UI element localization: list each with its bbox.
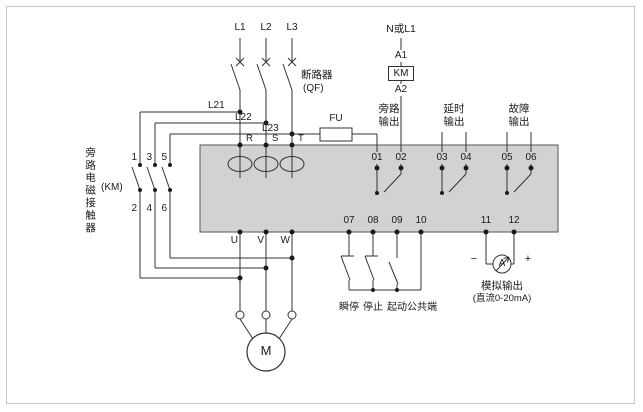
bypass-contactor-contacts — [131, 112, 292, 279]
wire-label-l23: L23 — [262, 123, 279, 134]
bypass-contactor-label: 旁路电磁接触器 — [84, 147, 97, 235]
contact-number-3: 3 — [146, 152, 152, 163]
motor-junction-w — [287, 310, 297, 320]
motor-circle — [246, 332, 286, 372]
contact-number-1: 1 — [131, 152, 137, 163]
terminal-02: 02 — [392, 152, 410, 164]
ct-ellipse-r — [227, 156, 253, 172]
junction-dots — [138, 109, 534, 292]
input-terminal-r: R — [246, 133, 253, 144]
motor-junction-v — [261, 310, 271, 320]
input-terminal-s: S — [272, 133, 279, 144]
ammeter-arrow-icon — [495, 256, 510, 272]
contact-number-4: 4 — [146, 203, 152, 214]
contact-number-2: 2 — [131, 203, 137, 214]
breaker-label: 断路器 — [301, 69, 333, 81]
diagram-border — [6, 6, 635, 404]
control-buttons — [340, 232, 422, 291]
terminal-10: 10 — [412, 215, 430, 227]
analog-output-label: 模拟输出 — [481, 280, 523, 292]
common-label: 公共端 — [407, 302, 437, 313]
fuse-label: FU — [329, 113, 343, 124]
fault-output-label-1: 故障 — [508, 103, 530, 115]
terminal-06: 06 — [522, 152, 540, 164]
input-terminal-t: T — [298, 133, 304, 144]
momentary-stop-label: 瞬停 — [339, 302, 359, 313]
wire-label-l21: L21 — [208, 100, 225, 111]
terminal-12: 12 — [505, 215, 523, 227]
start-label: 起动 — [387, 302, 407, 313]
contact-number-5: 5 — [161, 152, 167, 163]
branch-wires — [140, 111, 378, 193]
coil-terminal-a2: A2 — [390, 84, 412, 96]
terminal-05: 05 — [498, 152, 516, 164]
terminal-09: 09 — [388, 215, 406, 227]
output-terminal-v: V — [257, 235, 264, 246]
terminal-03: 03 — [433, 152, 451, 164]
km-coil-box: KM — [388, 66, 414, 81]
analog-minus-sign: − — [470, 253, 478, 265]
terminal-04: 04 — [457, 152, 475, 164]
fuse-box — [319, 127, 353, 142]
terminal-01: 01 — [368, 152, 386, 164]
bypass-contactor-code: (KM) — [101, 182, 123, 193]
bypass-output-label-1: 旁路 — [378, 103, 400, 115]
output-terminal-u: U — [230, 235, 238, 246]
ct-ellipse-s — [253, 156, 279, 172]
phase-label-l1: L1 — [234, 22, 246, 33]
terminal-11: 11 — [477, 215, 495, 227]
delay-output-label-2: 输出 — [443, 116, 465, 128]
analog-plus-sign: + — [524, 253, 532, 265]
analog-wires — [485, 232, 515, 265]
bypass-output-label-2: 输出 — [378, 116, 400, 128]
motor-feed-lines — [239, 232, 293, 340]
phase-label-l2: L2 — [260, 22, 272, 33]
breaker-switches — [230, 38, 297, 145]
analog-range-label: (直流0-20mA) — [472, 293, 532, 304]
motor-junction-u — [235, 310, 245, 320]
output-terminal-w: W — [280, 235, 290, 246]
neutral-label: N或L1 — [386, 23, 416, 35]
delay-output-label-1: 延时 — [443, 103, 465, 115]
ct-ellipse-t — [279, 156, 305, 172]
terminal-08: 08 — [364, 215, 382, 227]
breaker-code: (QF) — [303, 83, 324, 94]
terminal-07: 07 — [340, 215, 358, 227]
stop-label: 停止 — [363, 302, 383, 313]
wire-label-l22: L22 — [235, 112, 252, 123]
fault-output-label-2: 输出 — [508, 116, 530, 128]
phase-label-l3: L3 — [286, 22, 298, 33]
ammeter-letter: A — [498, 258, 506, 269]
motor-letter: M — [260, 343, 272, 358]
ct-feed-lines — [239, 145, 293, 178]
coil-terminal-a1: A1 — [390, 50, 412, 62]
contact-number-6: 6 — [161, 203, 167, 214]
